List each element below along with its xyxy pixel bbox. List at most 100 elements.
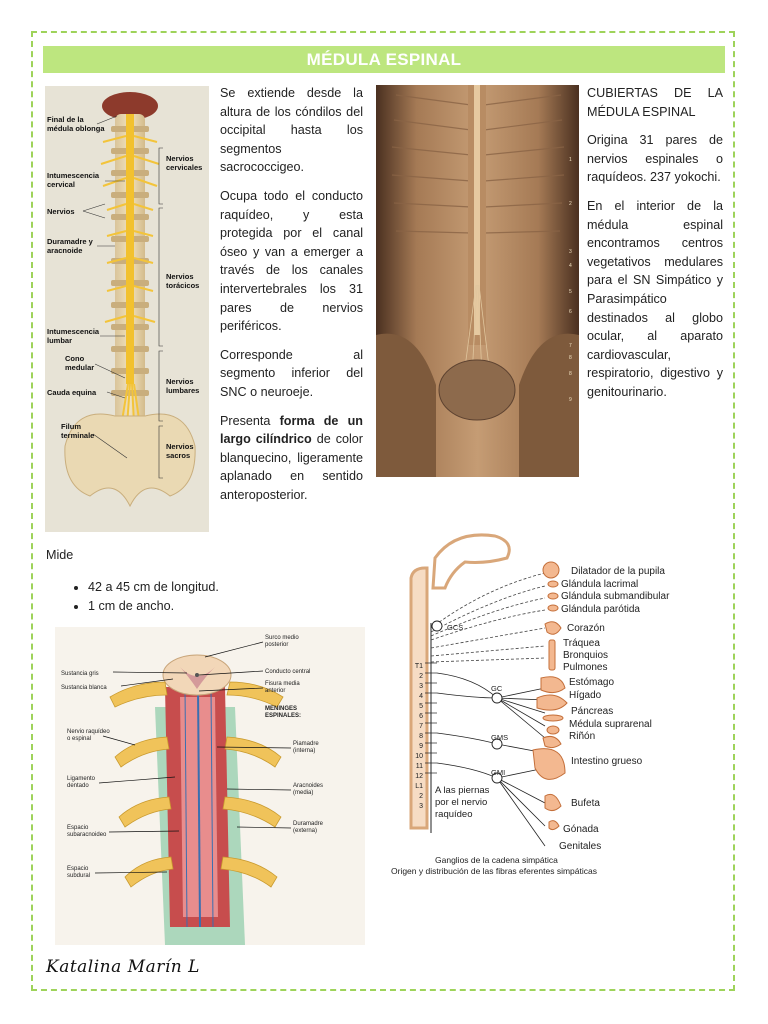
fig3-label-piamadre: Piamadre (293, 741, 319, 747)
svg-text:por el nervio: por el nervio (435, 797, 487, 808)
svg-text:9: 9 (569, 397, 572, 403)
fig1-label-filum: Filum (61, 422, 81, 431)
fig3-label-gris: Sustancia gris (61, 671, 99, 677)
target-intestino: Intestino grueso (571, 756, 643, 767)
fig3-label-ligamento: Ligamento (67, 776, 96, 782)
svg-text:raquídeo: raquídeo (435, 809, 473, 820)
fig3-label-meninges: MENINGES (265, 706, 297, 712)
fig1-label-n-tor: Nervios (166, 272, 194, 281)
svg-text:11: 11 (416, 763, 423, 770)
svg-text:o espinal: o espinal (67, 736, 91, 742)
intro-column: Se extiende desde la altura de los cóndi… (220, 84, 363, 514)
meninges-figure: Surco medio posterior Conducto central F… (55, 627, 365, 945)
mide-item-width: 1 cm de ancho. (88, 597, 219, 616)
svg-text:12: 12 (415, 773, 423, 780)
svg-text:L1: L1 (415, 783, 423, 790)
intro-paragraph-4: Presenta forma de un largo cilíndrico de… (220, 413, 363, 502)
sympathetic-diagram: Dilatador de la pupila Glándula lacrimal… (385, 528, 705, 880)
target-rinon: Riñón (569, 731, 595, 742)
ganglion-gc (491, 692, 503, 704)
target-higado: Hígado (569, 690, 602, 701)
cubiertas-paragraph-2: En el interior de la médula espinal enco… (587, 198, 723, 399)
intro-paragraph-1: Se extiende desde la altura de los cóndi… (220, 86, 363, 175)
svg-text:(interna): (interna) (293, 748, 315, 754)
svg-text:cervical: cervical (47, 180, 75, 189)
svg-text:7: 7 (569, 343, 572, 349)
svg-text:3: 3 (419, 803, 423, 810)
svg-text:1: 1 (569, 157, 572, 163)
label-gms: GMS (491, 733, 508, 742)
ganglion-gmi (491, 772, 503, 784)
fig3-label-aracnoides: Aracnoides (293, 783, 323, 789)
svg-text:(media): (media) (293, 790, 313, 796)
svg-text:4: 4 (419, 693, 423, 700)
target-traquea: Tráquea (563, 638, 600, 649)
mide-heading: Mide (46, 548, 74, 562)
mide-item-length: 42 a 45 cm de longitud. (88, 578, 219, 597)
svg-text:8: 8 (569, 371, 572, 377)
svg-text:4: 4 (569, 263, 572, 269)
target-submandibular: Glándula submandibular (561, 591, 670, 602)
target-corazon: Corazón (567, 623, 605, 634)
shape-emphasis: forma de un largo cilíndrico (220, 413, 363, 447)
svg-text:2: 2 (569, 201, 572, 207)
fig1-label-nervios: Nervios (47, 207, 75, 216)
fig3-label-subdural: Espacio (67, 866, 89, 872)
intro-paragraph-2: Ocupa todo el conducto raquídeo, y esta … (220, 188, 363, 334)
dissection-illustration: 12 34 56 78 89 (376, 85, 579, 477)
target-lacrimal: Glándula lacrimal (561, 579, 638, 590)
svg-text:7: 7 (419, 723, 423, 730)
mide-list: 42 a 45 cm de longitud. 1 cm de ancho. (70, 578, 219, 616)
fig1-label-n-sacr: Nervios (166, 442, 194, 451)
svg-text:medular: medular (65, 363, 94, 372)
fig3-label-nervio: Nervio raquídeo (67, 729, 110, 735)
target-bufeta: Bufeta (571, 798, 600, 809)
svg-text:sacros: sacros (166, 451, 190, 460)
target-parotida: Glándula parótida (561, 604, 640, 615)
meninges-illustration: Surco medio posterior Conducto central F… (55, 627, 365, 945)
target-pulmones: Pulmones (563, 662, 607, 673)
fig3-label-fisura: Fisura media (265, 681, 300, 687)
target-suprarenal: Médula suprarenal (569, 719, 652, 730)
svg-text:aracnoide: aracnoide (47, 246, 82, 255)
svg-text:2: 2 (419, 793, 423, 800)
svg-text:3: 3 (419, 683, 423, 690)
fig1-label-n-lumb: Nervios (166, 377, 194, 386)
cubiertas-heading: CUBIERTAS DE LA MÉDULA ESPINAL (587, 86, 723, 119)
fig4-caption-2: Origen y distribución de las fibras efer… (391, 866, 597, 876)
fig1-label-cono: Cono (65, 354, 85, 363)
intro-paragraph-3: Corresponde al segmento inferior del SNC… (220, 347, 363, 399)
author-signature: Katalina Marín L (46, 957, 200, 977)
svg-text:posterior: posterior (265, 642, 288, 648)
cubiertas-paragraph-1: Origina 31 pares de nervios espinales o … (587, 133, 723, 185)
svg-text:8: 8 (569, 355, 572, 361)
svg-text:torácicos: torácicos (166, 281, 199, 290)
target-estomago: Estómago (569, 677, 614, 688)
svg-text:9: 9 (419, 743, 423, 750)
svg-text:médula oblonga: médula oblonga (47, 124, 105, 133)
target-bronquios: Bronquios (563, 650, 608, 661)
svg-text:2: 2 (419, 673, 423, 680)
svg-text:8: 8 (419, 733, 423, 740)
svg-text:lumbar: lumbar (47, 336, 72, 345)
fig3-label-conducto: Conducto central (265, 669, 310, 675)
svg-text:6: 6 (419, 713, 423, 720)
page-border (31, 31, 735, 991)
svg-text:subdural: subdural (67, 873, 90, 879)
svg-text:lumbares: lumbares (166, 386, 199, 395)
target-pancreas: Páncreas (571, 706, 613, 717)
ganglion-gms (491, 738, 503, 750)
svg-text:dentado: dentado (67, 783, 89, 789)
fig3-label-subaracnoideo: Espacio (67, 825, 89, 831)
legs-note: A las piernas (435, 785, 490, 796)
cubiertas-column: CUBIERTAS DE LA MÉDULA ESPINAL Origina 3… (587, 84, 723, 412)
svg-text:6: 6 (569, 309, 572, 315)
fig1-label-duramadre: Duramadre y (47, 237, 94, 246)
page-title: MÉDULA ESPINAL (43, 46, 725, 73)
target-gonada: Gónada (563, 824, 599, 835)
spinal-cord-illustration: Final de la médula oblonga Intumescencia… (45, 86, 209, 532)
sympathetic-illustration: Dilatador de la pupila Glándula lacrimal… (385, 528, 705, 880)
fig4-caption-1: Ganglios de la cadena simpática (435, 855, 558, 865)
svg-text:ESPINALES:: ESPINALES: (265, 713, 301, 719)
